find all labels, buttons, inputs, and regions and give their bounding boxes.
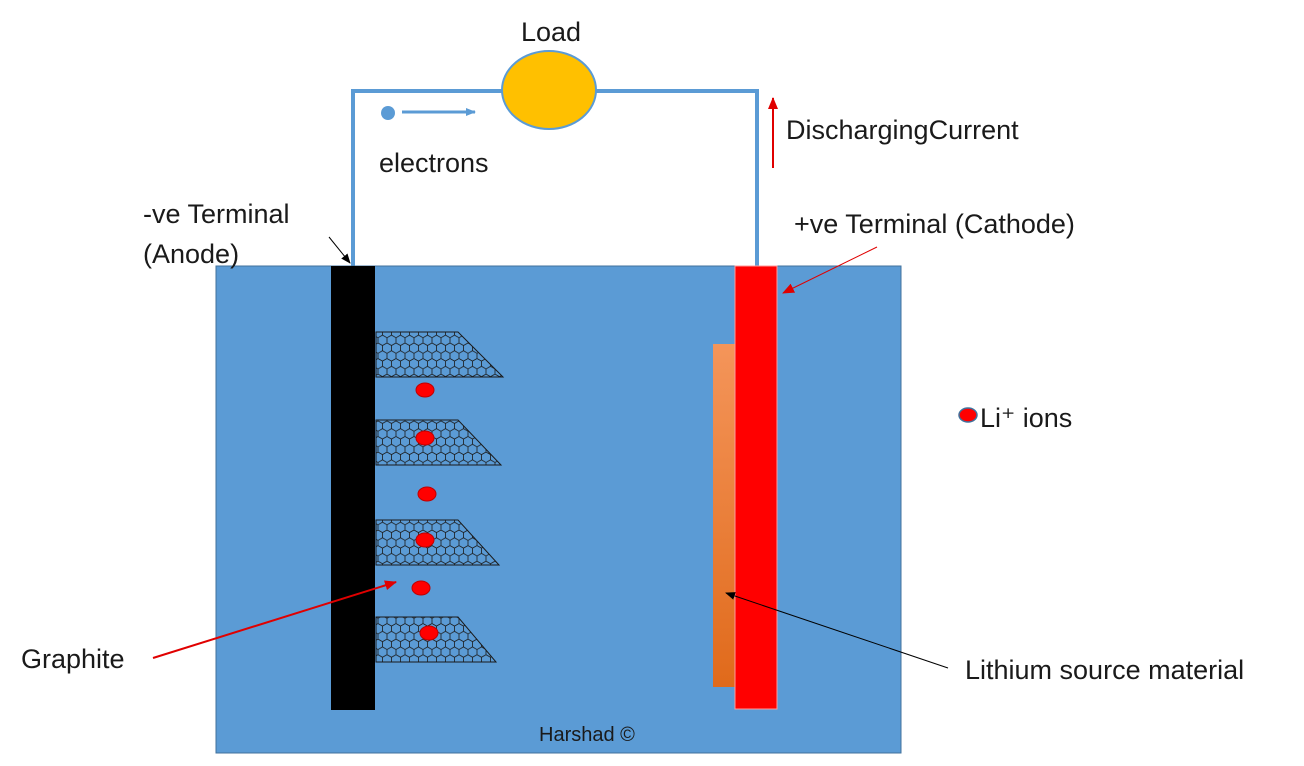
li-ion-icon — [415, 430, 435, 446]
graphite-layer — [375, 616, 498, 663]
li-ion-icon — [415, 382, 435, 398]
credit-label: Harshad © — [539, 724, 635, 746]
neg-terminal-label-line2: (Anode) — [143, 239, 240, 269]
li-ion-icon — [415, 532, 435, 548]
graphite-layer — [375, 519, 501, 566]
load-icon — [501, 50, 597, 130]
lithium-source-label: Lithium source material — [965, 655, 1245, 685]
legend-li-ion-icon — [958, 407, 978, 423]
cathode-pointer — [782, 246, 878, 294]
electrons-label: electrons — [379, 148, 489, 178]
anode-terminal — [331, 266, 375, 710]
li-ion-icon — [417, 486, 437, 502]
graphite-label: Graphite — [21, 644, 125, 674]
electrolyte-container — [215, 265, 902, 754]
graphite-layer — [375, 331, 505, 378]
cathode-terminal — [734, 265, 778, 710]
lithium-source-pointer — [725, 592, 949, 669]
li-ion-icon — [411, 580, 431, 596]
graphite-layer — [375, 419, 503, 466]
li-ion-icon — [419, 625, 439, 641]
li-ions-legend-label: Li⁺ ions — [980, 403, 1073, 433]
graphite-pointer — [152, 580, 397, 659]
electron-icon — [381, 106, 395, 120]
discharging-current-label: DischargingCurrent — [786, 115, 1019, 145]
pos-terminal-label: +ve Terminal (Cathode) — [794, 209, 1075, 239]
anode-pointer — [328, 236, 351, 264]
lithium-source-material — [713, 344, 737, 687]
load-label: Load — [521, 17, 582, 47]
neg-terminal-label-line1: -ve Terminal — [143, 199, 290, 229]
